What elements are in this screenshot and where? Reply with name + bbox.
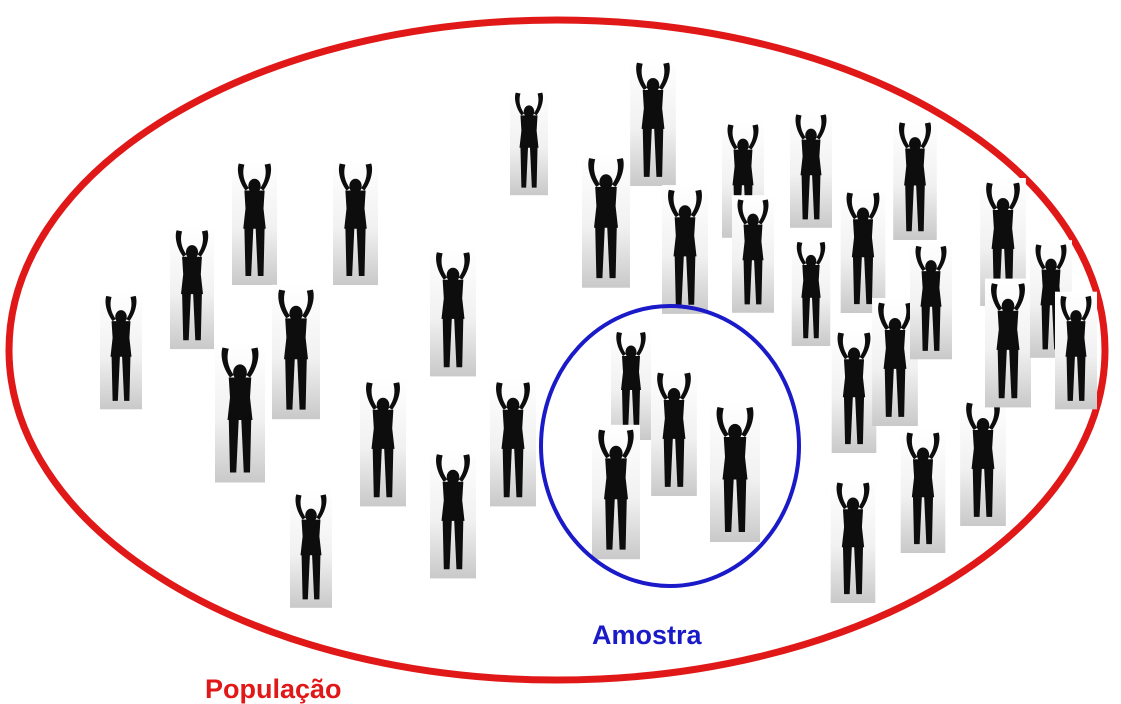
person-arms-raised-icon	[272, 285, 320, 419]
population-members	[100, 58, 1097, 608]
person-arms-raised-icon	[662, 185, 708, 314]
person-arms-raised-icon	[360, 378, 406, 507]
person-arms-raised-icon	[792, 238, 831, 346]
person-arms-raised-icon	[490, 378, 536, 507]
person-arms-raised-icon	[790, 110, 832, 228]
person-arms-raised-icon	[732, 195, 774, 313]
person-arms-raised-icon	[430, 248, 476, 377]
person-arms-raised-icon	[1055, 292, 1097, 410]
sample-person-arms-raised-icon	[651, 368, 697, 496]
sample-person-arms-raised-icon	[710, 402, 760, 542]
person-arms-raised-icon	[893, 118, 937, 240]
person-arms-raised-icon	[100, 292, 142, 410]
population-label: População	[205, 676, 342, 703]
person-arms-raised-icon	[215, 343, 265, 483]
sample-person-arms-raised-icon	[611, 328, 651, 440]
person-arms-raised-icon	[333, 159, 378, 285]
person-arms-raised-icon	[831, 478, 876, 603]
person-arms-raised-icon	[841, 188, 886, 313]
person-arms-raised-icon	[630, 58, 676, 186]
person-arms-raised-icon	[510, 89, 548, 195]
person-arms-raised-icon	[430, 450, 476, 579]
person-arms-raised-icon	[985, 279, 1031, 408]
person-arms-raised-icon	[290, 490, 332, 608]
person-arms-raised-icon	[832, 328, 877, 453]
person-arms-raised-icon	[901, 428, 946, 553]
person-arms-raised-icon	[910, 242, 952, 360]
person-arms-raised-icon	[232, 159, 277, 285]
person-arms-raised-icon	[960, 398, 1006, 526]
sample-person-arms-raised-icon	[592, 425, 640, 559]
person-arms-raised-icon	[582, 153, 630, 287]
person-arms-raised-icon	[170, 226, 214, 349]
sample-label: Amostra	[592, 622, 702, 649]
